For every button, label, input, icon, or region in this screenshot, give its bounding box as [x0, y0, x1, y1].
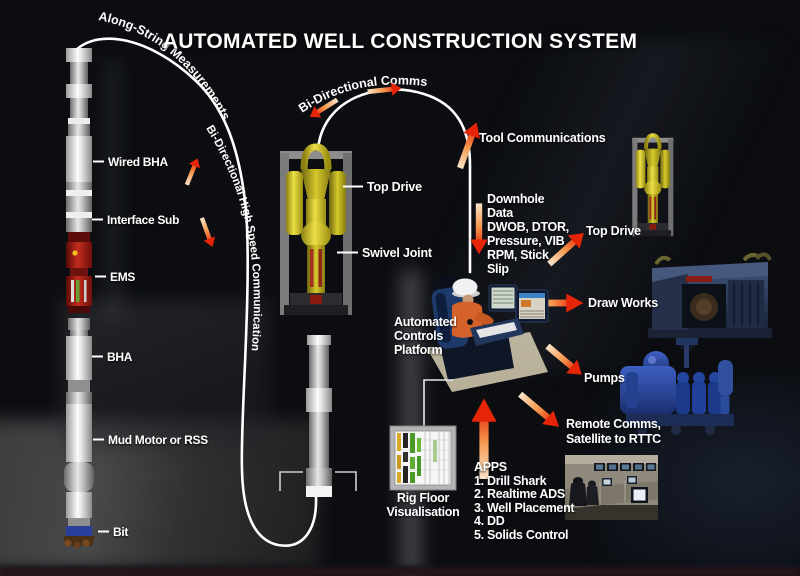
downhole-line: Data [487, 206, 513, 220]
draw-works-image [648, 252, 772, 338]
viz-panel-connector [423, 379, 453, 427]
downhole-line: Pressure, VIB [487, 234, 565, 248]
label-top-drive-center: Top Drive [367, 180, 422, 194]
apps-list: APPS 1. Drill Shark 2. Realtime ADS 3. W… [474, 460, 575, 542]
remote-line: Satellite to RTTC [566, 432, 661, 446]
label-swivel-joint: Swivel Joint [362, 246, 432, 260]
background-gray-area-2 [60, 300, 270, 450]
platform-line: Platform [394, 343, 443, 357]
apps-item: 4. DD [474, 514, 505, 528]
drill-pipe-image [306, 335, 332, 497]
label-interface-sub: Interface Sub [107, 213, 180, 227]
arrow-along-string-up [181, 156, 204, 188]
top-drive-image-right [632, 135, 673, 236]
platform-line: Controls [394, 329, 443, 343]
drill-string-image [63, 48, 95, 549]
top-drive-image-center [280, 147, 352, 315]
apps-item: 1. Drill Shark [474, 473, 547, 488]
remote-line: Remote Comms, [566, 417, 661, 431]
pumps-image [620, 338, 734, 435]
control-chair-image [428, 275, 549, 392]
rttc-room-image [565, 455, 658, 520]
downhole-line: Downhole [487, 192, 545, 206]
rig-floor-viz-image [389, 425, 457, 491]
downhole-data-block: Downhole Data DWOB, DTOR, Pressure, VIB … [487, 192, 569, 276]
bidirectional-high-speed-label: Bi-Directional High Speed Communication [203, 123, 262, 351]
label-pumps: Pumps [584, 371, 625, 385]
downhole-line: DWOB, DTOR, [487, 220, 569, 234]
label-mud-motor: Mud Motor or RSS [108, 433, 208, 447]
label-draw-works: Draw Works [588, 296, 659, 310]
apps-item: 5. Solids Control [474, 527, 569, 542]
along-string-label: Along-String Measurements [97, 9, 233, 122]
remote-comms-label: Remote Comms, Satellite to RTTC [566, 417, 661, 447]
label-top-drive-right: Top Drive [586, 224, 641, 238]
downhole-line: RPM, Stick [487, 248, 549, 262]
downhole-line: Slip [487, 262, 509, 276]
label-tool-communications: Tool Communications [479, 131, 606, 145]
rig-floor-line: Visualisation [386, 504, 460, 519]
arrow-downhole-down [470, 203, 488, 255]
arrow-to-remote-comms [514, 387, 565, 434]
arrow-to-pumps [541, 339, 588, 382]
label-ems: EMS [110, 270, 136, 284]
rig-floor-visualisation-label: Rig Floor Visualisation [381, 491, 465, 519]
arrow-along-string-down [196, 215, 219, 250]
platform-line: Automated [394, 315, 457, 329]
comm-lines [74, 37, 472, 547]
label-ticks [92, 160, 363, 533]
rig-floor-bracket [279, 471, 357, 491]
label-wired-bha: Wired BHA [108, 155, 168, 169]
rig-floor-line: Rig Floor [396, 491, 450, 505]
apps-item: 3. Well Placement [474, 500, 575, 515]
along-string-comm-line [74, 37, 318, 547]
page-title: AUTOMATED WELL CONSTRUCTION SYSTEM [162, 30, 638, 53]
label-bit: Bit [113, 525, 129, 539]
background-bottom-strip [0, 566, 800, 576]
arrow-tool-comms-up [451, 119, 485, 171]
surface-comm-line [316, 88, 472, 274]
apps-header: APPS [474, 460, 507, 474]
apps-item: 2. Realtime ADS [474, 487, 565, 501]
automated-controls-platform-label: Automated Controls Platform [394, 315, 457, 357]
background-light-beam [396, 270, 426, 576]
label-bha: BHA [107, 350, 133, 364]
